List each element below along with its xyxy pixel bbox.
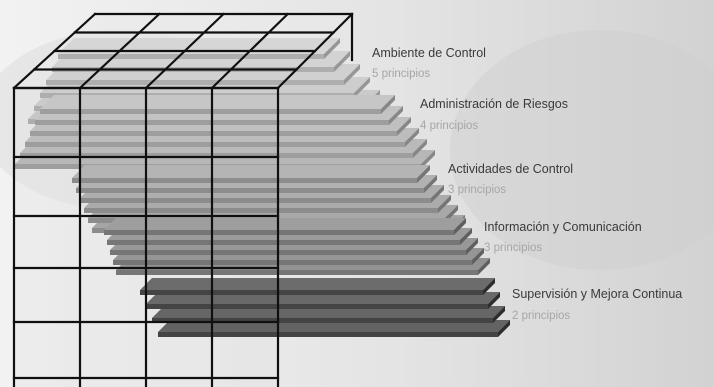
plate-side (498, 320, 510, 337)
plate-side (431, 185, 444, 203)
component-count-informacion: 3 principios (484, 242, 542, 254)
background-blur-right (450, 30, 714, 270)
component-count-supervision: 2 principios (512, 310, 570, 322)
cube-grid (12, 12, 354, 387)
component-label-ambiente: Ambiente de Control (372, 46, 486, 60)
component-layers (15, 38, 510, 337)
plate-top (140, 278, 495, 290)
plate-side (488, 292, 500, 309)
component-count-ambiente: 5 principios (372, 68, 430, 80)
plate-front (40, 109, 381, 114)
plate-front (76, 188, 424, 193)
plate-front (107, 240, 460, 245)
plate-side (483, 278, 495, 295)
plate-front (58, 54, 324, 59)
plate-side (421, 150, 435, 169)
plate-front (140, 290, 483, 295)
plate-side (324, 38, 340, 59)
plate-side (493, 306, 505, 323)
plate-front (80, 198, 431, 203)
plate-front (146, 304, 488, 309)
plate-side (478, 258, 490, 275)
plate-side (413, 139, 427, 158)
plate-side (381, 95, 395, 114)
plate-front (158, 332, 498, 337)
plate-side (417, 165, 430, 183)
plate-top (40, 95, 395, 109)
component-block-4 (104, 218, 490, 275)
plate-front (116, 270, 478, 275)
component-count-riesgos: 4 principios (420, 120, 478, 132)
plate-front (113, 260, 472, 265)
plate-top (104, 218, 466, 230)
component-label-riesgos: Administración de Riesgos (420, 97, 568, 111)
component-block-5 (140, 278, 510, 337)
component-labels: Ambiente de Control 5 principios Adminis… (372, 46, 682, 322)
plate-front (30, 131, 397, 136)
component-label-actividades: Actividades de Control (448, 162, 573, 176)
plate-side (405, 128, 419, 147)
plate-side (466, 238, 478, 255)
plate-side (460, 228, 472, 245)
plate-side (354, 77, 370, 98)
plate-side (454, 218, 466, 235)
plate-front (72, 178, 417, 183)
plate-front (46, 80, 344, 85)
component-label-informacion: Información y Comunicación (484, 220, 642, 234)
plate-side (424, 175, 437, 193)
plate-side (472, 248, 484, 265)
component-label-supervision: Supervisión y Mejora Continua (512, 287, 682, 301)
component-count-actividades: 3 principios (448, 184, 506, 196)
plate-side (389, 106, 403, 125)
plate-side (397, 117, 411, 136)
plate-top (72, 165, 430, 178)
plate-side (438, 195, 451, 213)
plate-front (25, 142, 405, 147)
plate-front (84, 208, 438, 213)
plate-front (110, 250, 466, 255)
plate-side (344, 64, 360, 85)
plate-side (334, 51, 350, 72)
